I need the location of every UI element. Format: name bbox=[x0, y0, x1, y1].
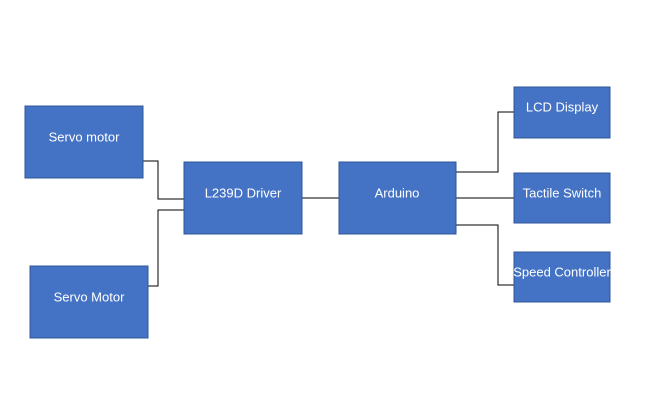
block-servo-motor-bottom: Servo Motor bbox=[29, 265, 149, 339]
block-driver: L239D Driver bbox=[183, 161, 303, 235]
block-tactile-switch: Tactile Switch bbox=[513, 172, 611, 224]
block-lcd-display: LCD Display bbox=[513, 86, 611, 139]
block-label-arduino: Arduino bbox=[375, 186, 420, 201]
block-label-servo-motor-top: Servo motor bbox=[49, 130, 120, 145]
block-arduino: Arduino bbox=[338, 161, 457, 235]
block-label-speed-controller: Speed Controller bbox=[513, 265, 611, 280]
connector-servo-top-to-driver bbox=[143, 160, 184, 200]
block-label-lcd-display: LCD Display bbox=[526, 100, 599, 115]
connector-arduino-to-lcd bbox=[456, 111, 514, 173]
block-label-tactile-switch: Tactile Switch bbox=[523, 186, 602, 201]
connector-arduino-to-speed-controller bbox=[456, 224, 514, 286]
block-speed-controller: Speed Controller bbox=[513, 251, 611, 303]
block-label-servo-motor-bottom: Servo Motor bbox=[54, 290, 125, 305]
connectors bbox=[143, 111, 514, 287]
block-label-driver: L239D Driver bbox=[205, 186, 282, 201]
connector-servo-bottom-to-driver bbox=[148, 209, 184, 287]
block-servo-motor-top: Servo motor bbox=[24, 105, 144, 179]
